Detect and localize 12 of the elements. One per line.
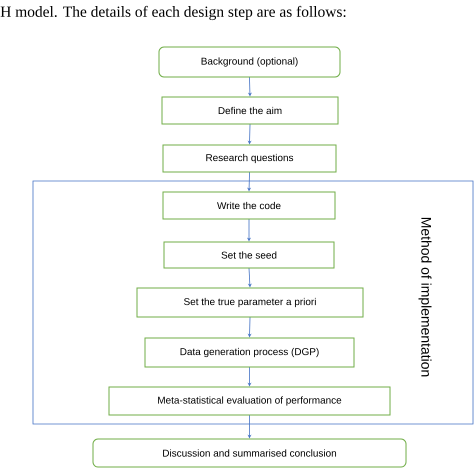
process-box: Set the true parameter a priori <box>136 288 364 318</box>
process-box: Research questions <box>162 144 336 172</box>
caption-text: H model. The details of each design step are as follows: <box>0 6 346 20</box>
process-box: Background (optional) <box>158 46 340 78</box>
process-box: Meta-statistical evaluation of performance <box>108 386 390 416</box>
process-box: Discussion and summarised conclusion <box>92 438 406 468</box>
group-label: Method of implementation <box>418 218 432 376</box>
process-box: Define the aim <box>162 96 338 124</box>
process-box: Data generation process (DGP) <box>144 338 354 368</box>
process-box: Write the code <box>162 192 336 220</box>
group-frame <box>32 180 474 424</box>
process-box: Set the seed <box>164 242 334 268</box>
